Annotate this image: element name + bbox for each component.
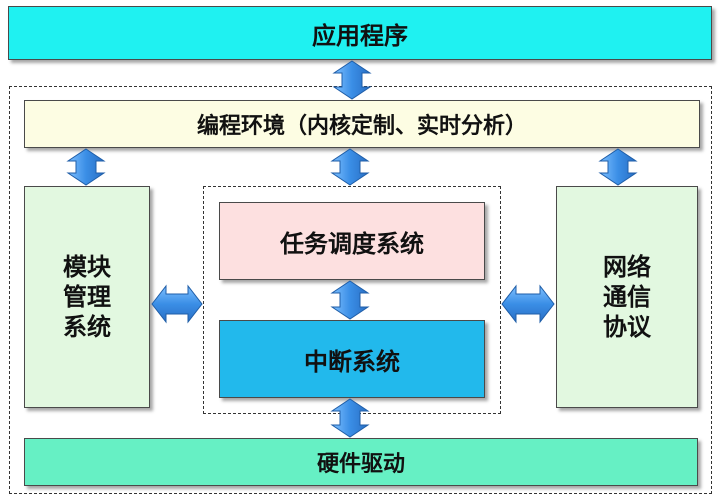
module-label: 模块管理系统 (63, 253, 111, 341)
arrow-module-kernel (151, 284, 203, 324)
env-block: 编程环境（内核定制、实时分析） (24, 100, 700, 148)
task-label: 任务调度系统 (280, 229, 424, 258)
app-label: 应用程序 (312, 21, 408, 50)
network-block: 网络通信协议 (556, 186, 698, 408)
network-label: 网络通信协议 (603, 253, 651, 341)
arrow-env-module (66, 148, 106, 186)
arrow-task-interrupt (330, 280, 370, 320)
arrow-env-kernel (330, 148, 370, 186)
env-label: 编程环境（内核定制、实时分析） (196, 114, 527, 139)
interrupt-block: 中断系统 (219, 320, 485, 398)
driver-block: 硬件驱动 (24, 438, 698, 486)
arrow-interrupt-driver (330, 398, 370, 438)
arrow-kernel-network (501, 284, 555, 324)
task-block: 任务调度系统 (219, 202, 485, 280)
arrow-env-network (598, 148, 638, 186)
arrow-app-env (332, 60, 372, 100)
module-block: 模块管理系统 (24, 186, 150, 408)
driver-label: 硬件驱动 (316, 452, 405, 477)
app-block: 应用程序 (8, 6, 712, 60)
interrupt-label: 中断系统 (304, 347, 400, 376)
